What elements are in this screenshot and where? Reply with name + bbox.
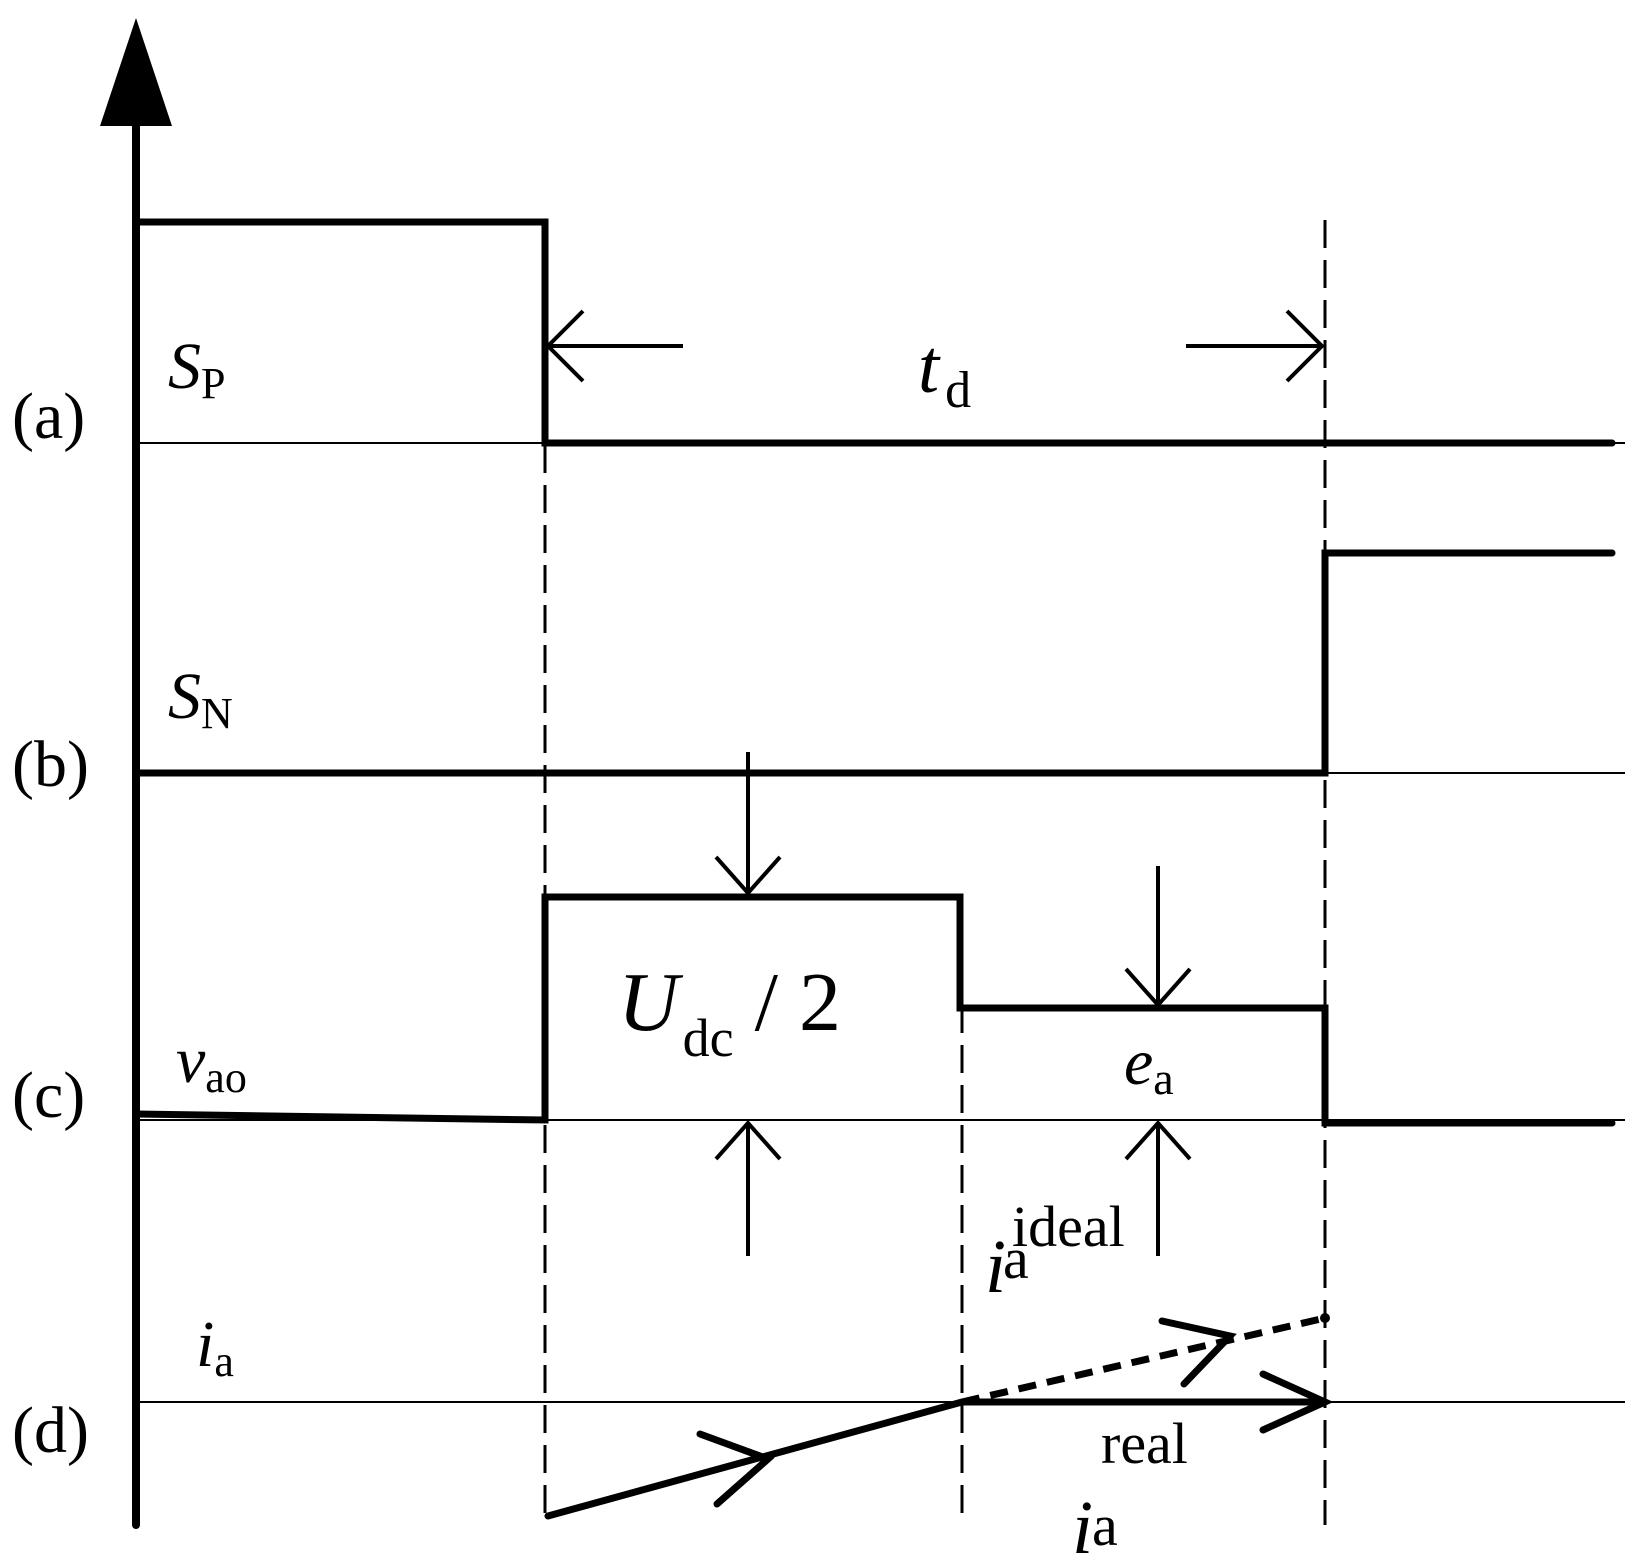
panel-label-a: (a): [12, 380, 85, 453]
ia-symbol: i: [196, 1308, 214, 1381]
ea-top-arrowhead-icon: [1124, 967, 1192, 1009]
ea-label: ea: [1124, 1026, 1174, 1104]
sn-symbol: S: [168, 660, 201, 733]
ia-rising-arrowhead-icon: [696, 1430, 775, 1508]
udc-symbol: U: [618, 956, 684, 1049]
ia-ideal-subscript: a: [1003, 1226, 1029, 1291]
ia-ideal-symbol: i: [985, 1225, 1006, 1309]
axis-arrowhead-icon: [100, 18, 172, 126]
vao-subscript: ao: [205, 1053, 247, 1102]
ea-bottom-arrowhead-icon: [1124, 1119, 1192, 1161]
ia-ideal-arrowhead-icon: [1158, 1317, 1237, 1388]
panel-label-d: (d): [12, 1394, 89, 1467]
sn-label: SN: [168, 660, 233, 738]
vao-waveform: [132, 893, 1616, 1127]
panel-label-b: (b): [12, 728, 89, 801]
sp-label: SP: [168, 330, 225, 408]
sp-waveform: [132, 218, 1616, 447]
udc-suffix: / 2: [734, 956, 841, 1049]
ea-subscript: a: [1153, 1053, 1173, 1104]
td-left-arrowhead-icon: [545, 309, 585, 383]
sn-waveform: [132, 549, 1616, 777]
sn-subscript: N: [201, 689, 233, 738]
ia-real-trajectory: [544, 1398, 1329, 1520]
td-subscript: d: [945, 362, 971, 419]
udc-bottom-arrowhead-icon: [714, 1119, 782, 1161]
panel-label-c: (c): [12, 1059, 85, 1132]
vao-label: vao: [176, 1024, 247, 1102]
vao-symbol: v: [176, 1024, 206, 1097]
sp-symbol: S: [168, 330, 201, 403]
ia-label: ia: [196, 1308, 234, 1386]
ia-ideal-superscript: ideal: [1012, 1194, 1125, 1259]
udc-subscript: dc: [683, 1008, 734, 1068]
sp-subscript: P: [201, 359, 225, 408]
ia-real-subscript: a: [1092, 1493, 1118, 1558]
ia-real-arrowhead-icon: [1259, 1370, 1334, 1434]
ia-ideal-trajectory: [961, 1314, 1326, 1406]
udc-label: Udc / 2: [618, 956, 841, 1068]
ea-symbol: e: [1124, 1026, 1153, 1099]
udc-top-arrowhead-icon: [714, 855, 782, 897]
td-right-arrowhead-icon: [1285, 309, 1325, 383]
ia-subscript: a: [214, 1337, 234, 1386]
ia-ideal-end-dot: [1320, 1313, 1330, 1323]
ia-real-superscript: real: [1101, 1411, 1188, 1476]
ia-real-symbol: i: [1072, 1486, 1093, 1563]
td-symbol: t: [918, 325, 941, 409]
